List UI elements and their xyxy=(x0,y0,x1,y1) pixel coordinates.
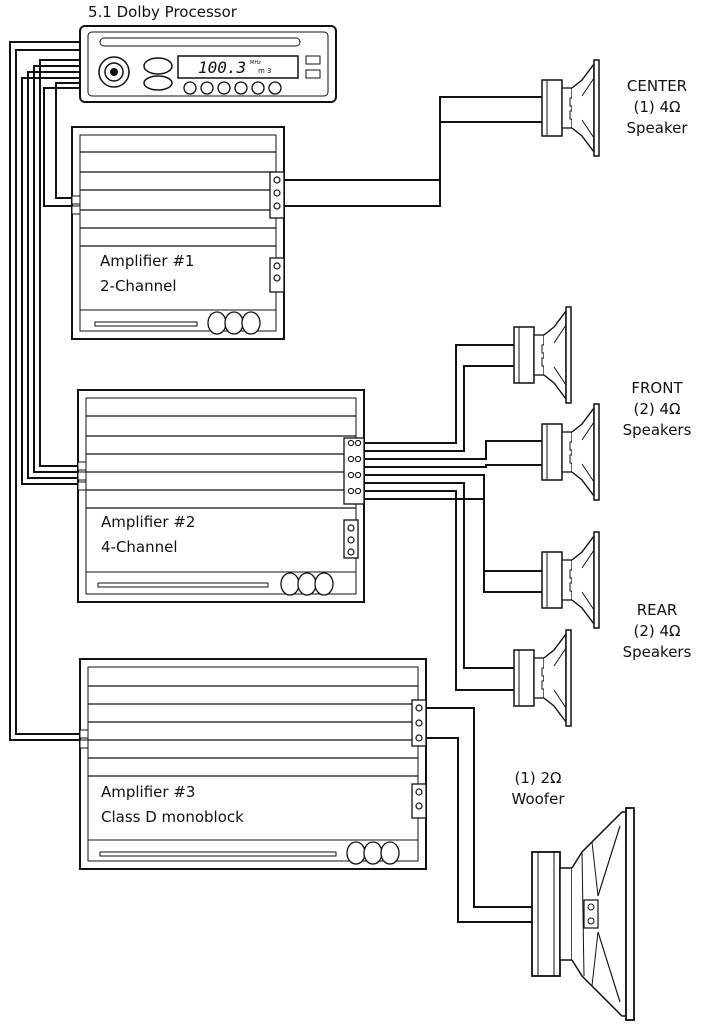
front-count: (2) 4Ω xyxy=(633,400,681,418)
rear-count: (2) 4Ω xyxy=(633,622,681,640)
amplifier-3-type: Class D monoblock xyxy=(101,808,244,826)
processor-display: 100.3 xyxy=(198,58,246,77)
rear-label: REAR (2) 4Ω Speakers xyxy=(612,600,701,663)
center-kind: Speaker xyxy=(626,119,688,137)
signal-wires xyxy=(9,41,80,741)
amplifier-2-name: Amplifier #2 xyxy=(101,513,196,531)
amplifier-1-name: Amplifier #1 xyxy=(100,252,195,270)
rear-speaker-1-icon xyxy=(541,531,600,629)
front-speaker-2-icon xyxy=(541,403,600,501)
amplifier-2-type: 4-Channel xyxy=(101,538,178,556)
amplifier-2 xyxy=(77,389,365,603)
processor-display-channel: m 3 xyxy=(258,67,272,75)
front-label: FRONT (2) 4Ω Speakers xyxy=(612,378,701,441)
front-kind: Speakers xyxy=(622,421,692,439)
woofer-icon xyxy=(531,807,635,1021)
rear-kind: Speakers xyxy=(622,643,692,661)
center-speaker-icon xyxy=(541,59,600,157)
amplifier-3 xyxy=(79,658,427,870)
dolby-processor: 100.3 MHz m 3 xyxy=(79,25,337,103)
amplifier-1 xyxy=(71,126,285,340)
center-label: CENTER (1) 4Ω Speaker xyxy=(612,76,701,139)
woofer-label: (1) 2Ω Woofer xyxy=(488,768,588,810)
woofer-kind: Woofer xyxy=(511,790,565,808)
amplifier-1-type: 2-Channel xyxy=(100,277,177,295)
processor-title: 5.1 Dolby Processor xyxy=(88,3,237,21)
center-count: (1) 4Ω xyxy=(633,98,681,116)
processor-display-unit: MHz xyxy=(250,60,261,66)
center-title: CENTER xyxy=(626,77,688,95)
rear-speaker-2-icon xyxy=(513,629,572,727)
amplifier-3-name: Amplifier #3 xyxy=(101,783,196,801)
front-title: FRONT xyxy=(631,379,683,397)
rear-title: REAR xyxy=(636,601,678,619)
woofer-count: (1) 2Ω xyxy=(514,769,562,787)
speaker-wires xyxy=(282,96,594,923)
front-speaker-1-icon xyxy=(513,306,572,404)
